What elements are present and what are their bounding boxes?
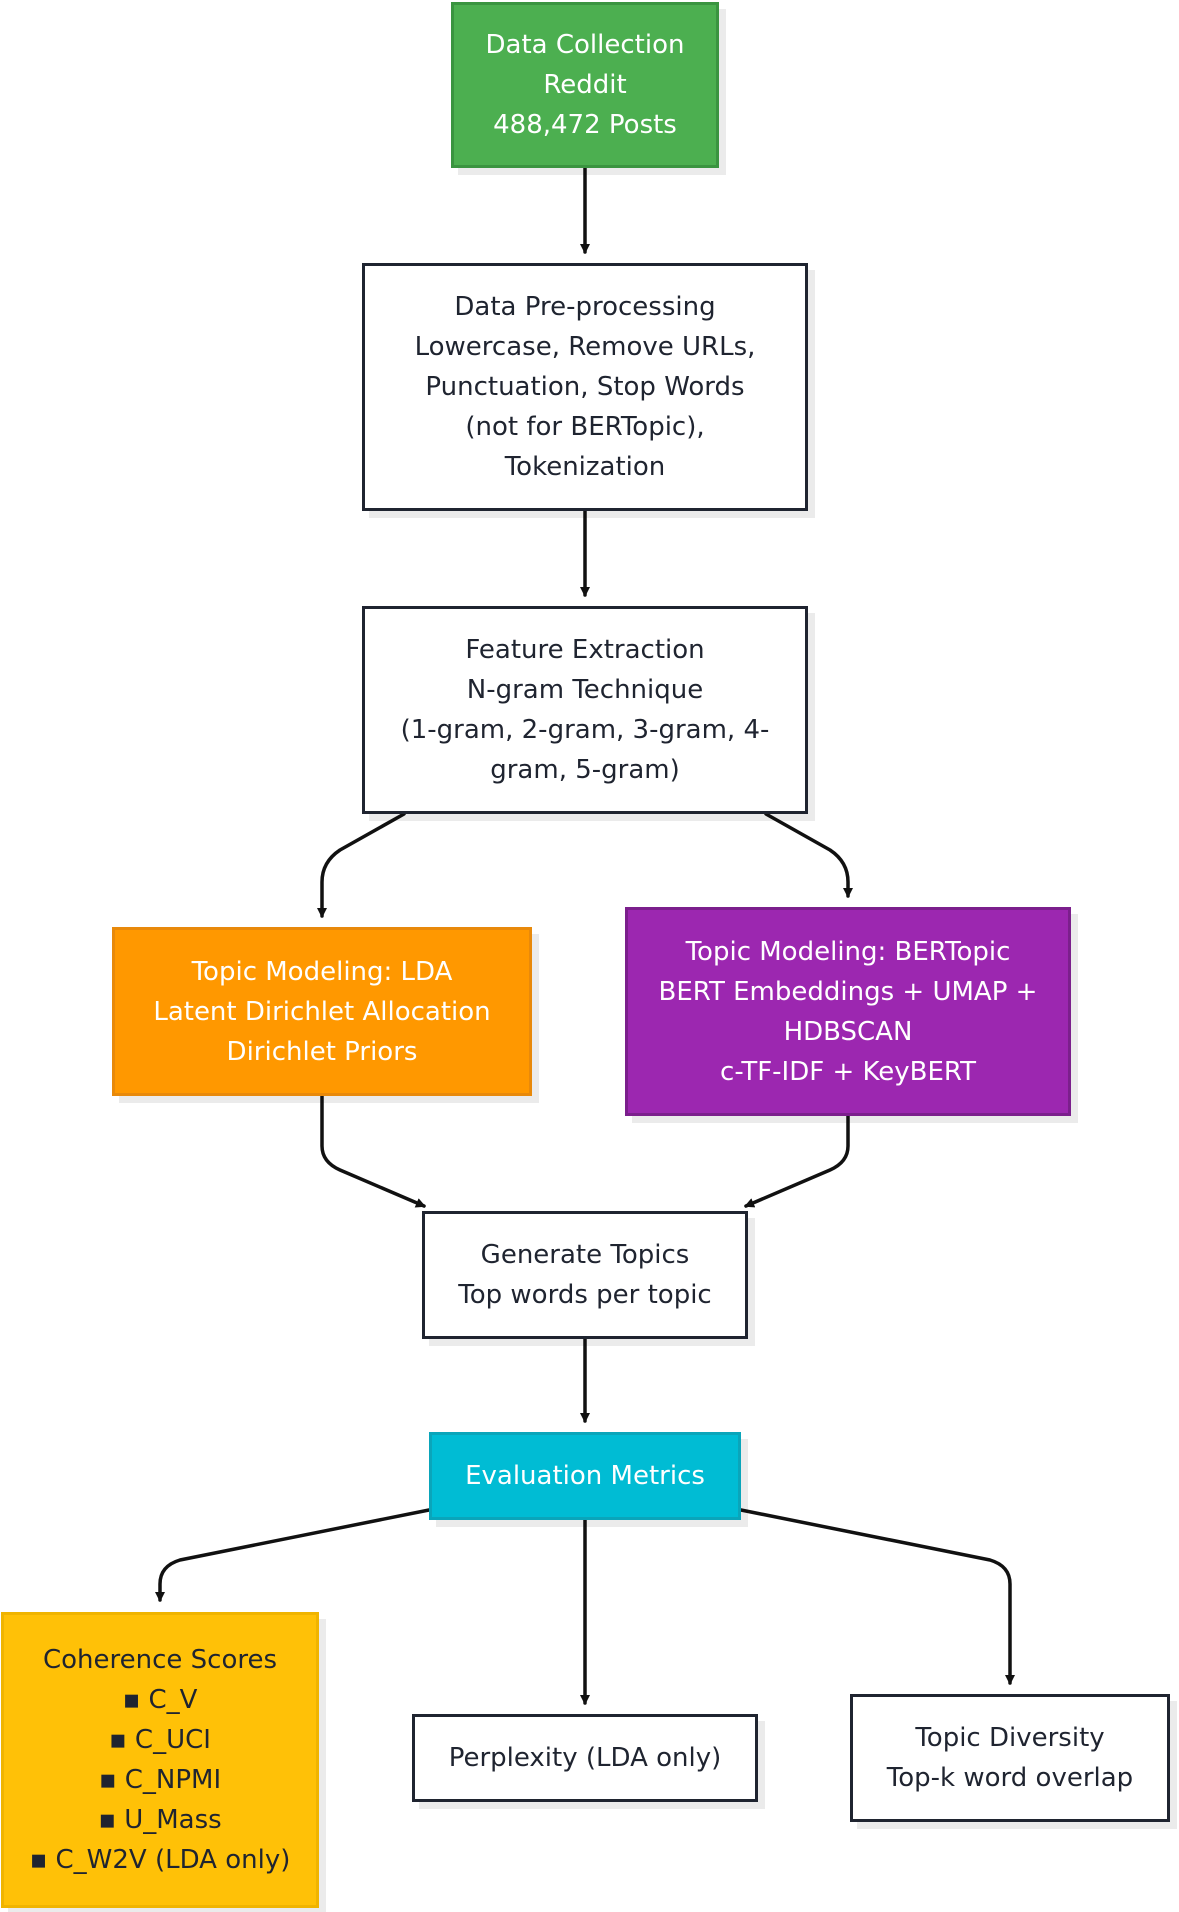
edge-features-to-bertopic (764, 812, 853, 898)
generate-topics-node: Generate Topics Top words per topic (422, 1211, 748, 1339)
evaluation-metrics-node: Evaluation Metrics (429, 1432, 741, 1520)
feature-extraction-line-2: N-gram Technique (466, 675, 704, 705)
preprocessing-node: Data Pre-processing Lowercase, Remove UR… (362, 263, 808, 511)
edge-features-to-lda (317, 812, 406, 918)
data-collection-line-2: Reddit (543, 70, 627, 100)
lda-node: Topic Modeling: LDA Latent Dirichlet All… (112, 927, 532, 1096)
bertopic-line-1: Topic Modeling: BERTopic (685, 936, 1011, 967)
lda-line-1: Topic Modeling: LDA (191, 956, 453, 987)
bertopic-line-3: HDBSCAN (783, 1016, 913, 1047)
bertopic-line-2: BERT Embeddings + UMAP + (658, 976, 1038, 1007)
feature-extraction-line-1: Feature Extraction (465, 635, 705, 665)
topic-diversity-node: Topic Diversity Top-k word overlap (850, 1694, 1170, 1822)
lda-line-2: Latent Dirichlet Allocation (153, 996, 491, 1027)
bertopic-node: Topic Modeling: BERTopic BERT Embeddings… (625, 907, 1071, 1116)
coherence-item-cw2v: ▪ C_W2V (LDA only) (29, 1845, 291, 1875)
coherence-item-cuci: ▪ C_UCI (109, 1725, 211, 1755)
data-collection-node: Data Collection Reddit 488,472 Posts (451, 2, 719, 168)
edge-evaluation-to-coherence (155, 1508, 431, 1602)
coherence-item-cv: ▪ C_V (122, 1685, 198, 1715)
generate-topics-line-2: Top words per topic (458, 1280, 712, 1310)
feature-extraction-line-4: gram, 5-gram) (490, 755, 680, 785)
edge-bertopic-to-generate (744, 1114, 850, 1208)
coherence-title: Coherence Scores (42, 1645, 278, 1675)
data-collection-line-1: Data Collection (485, 30, 685, 60)
edge-evaluation-to-diversity (739, 1508, 1015, 1685)
coherence-item-cnpmi: ▪ C_NPMI (98, 1765, 222, 1795)
preprocessing-line-4: (not for BERTopic), (465, 412, 705, 442)
generate-topics-line-1: Generate Topics (480, 1240, 690, 1270)
perplexity-label: Perplexity (LDA only) (448, 1743, 722, 1773)
coherence-item-umass: ▪ U_Mass (98, 1805, 222, 1835)
preprocessing-line-2: Lowercase, Remove URLs, (414, 332, 756, 362)
preprocessing-line-5: Tokenization (504, 452, 666, 482)
topic-diversity-line-1: Topic Diversity (915, 1723, 1105, 1753)
coherence-scores-node: Coherence Scores ▪ C_V ▪ C_UCI ▪ C_NPMI … (1, 1612, 319, 1908)
lda-line-3: Dirichlet Priors (226, 1036, 418, 1067)
bertopic-line-4: c-TF-IDF + KeyBERT (720, 1056, 976, 1087)
edge-lda-to-generate (320, 1094, 426, 1208)
perplexity-node: Perplexity (LDA only) (412, 1714, 758, 1802)
preprocessing-line-3: Punctuation, Stop Words (425, 372, 745, 402)
feature-extraction-node: Feature Extraction N-gram Technique (1-g… (362, 606, 808, 814)
feature-extraction-line-3: (1-gram, 2-gram, 3-gram, 4- (400, 715, 770, 745)
evaluation-metrics-label: Evaluation Metrics (465, 1461, 705, 1491)
preprocessing-line-1: Data Pre-processing (454, 292, 716, 322)
data-collection-line-3: 488,472 Posts (493, 110, 677, 140)
topic-diversity-line-2: Top-k word overlap (886, 1763, 1134, 1793)
